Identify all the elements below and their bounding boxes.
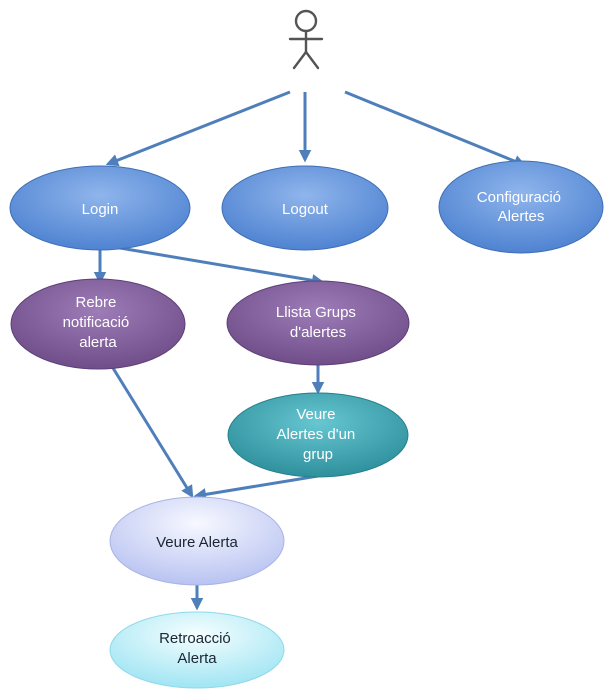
svg-text:Veure Alerta: Veure Alerta xyxy=(156,534,238,551)
svg-text:Veure Alertes d'un: Veure Alertes d'un grup xyxy=(277,406,360,463)
use-case-retroaccio-alerta[interactable]: Retroacció Alerta xyxy=(109,611,285,689)
node-label-line: Configuració xyxy=(477,189,561,206)
node-label-line: notificació xyxy=(63,314,130,331)
use-case-rebre-notificacio-alerta[interactable]: Rebre notificació alerta xyxy=(10,278,186,370)
svg-text:Login: Login xyxy=(82,201,119,218)
node-label-line: Alertes xyxy=(498,208,545,225)
node-label-line: Alerta xyxy=(177,650,217,667)
svg-text:Llista Grups d'alertes: Llista Grups d'alertes xyxy=(276,304,360,341)
use-case-veure-alerta[interactable]: Veure Alerta xyxy=(109,496,285,586)
node-label-line: grup xyxy=(303,446,333,463)
svg-text:Retroacció Alerta: Retroacció Alerta xyxy=(159,630,235,667)
node-label-line: Alertes d'un xyxy=(277,426,356,443)
node-label-line: Logout xyxy=(282,201,329,218)
edge-grup-veure-alerta xyxy=(193,474,319,501)
edge-rebre-veure-alerta xyxy=(111,367,194,499)
edge-login-llista xyxy=(107,244,325,287)
svg-text:Logout: Logout xyxy=(282,201,329,218)
use-case-login[interactable]: Login xyxy=(9,165,191,251)
node-label-line: alerta xyxy=(79,334,117,351)
svg-text:Configuració Alertes: Configuració Alertes xyxy=(477,189,565,225)
use-case-veure-alertes-grup[interactable]: Veure Alertes d'un grup xyxy=(227,392,409,478)
node-label-line: Login xyxy=(82,201,119,218)
node-label-line: Rebre xyxy=(75,294,116,311)
use-case-llista-grups-alertes[interactable]: Llista Grups d'alertes xyxy=(226,280,410,366)
node-label-line: Veure Alerta xyxy=(156,534,238,551)
user-actor-icon xyxy=(288,9,324,70)
node-label-line: Retroacció xyxy=(159,630,231,647)
node-label-line: Llista Grups xyxy=(276,304,356,321)
edge-actor-login xyxy=(105,90,291,167)
node-label-line: Veure xyxy=(296,406,335,423)
use-case-logout[interactable]: Logout xyxy=(221,165,389,251)
node-label-line: d'alertes xyxy=(290,324,346,341)
edge-actor-configuracio xyxy=(344,90,527,168)
use-case-configuracio-alertes[interactable]: Configuració Alertes xyxy=(438,160,604,254)
svg-text:Rebre notificació: Rebre notificació alerta xyxy=(63,294,134,351)
